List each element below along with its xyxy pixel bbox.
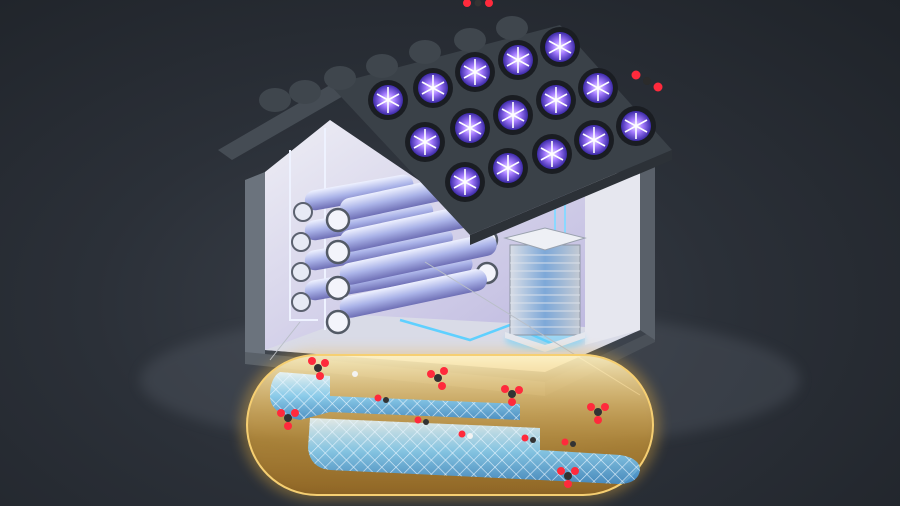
molecule-co <box>414 416 429 425</box>
house-right-panel <box>585 168 640 345</box>
fan-icon <box>413 68 453 108</box>
fan-icon <box>405 122 445 162</box>
tube-row <box>325 234 499 301</box>
fan-icon <box>450 108 490 148</box>
roof-main-edge <box>470 150 672 245</box>
house-left-wall <box>245 172 265 362</box>
molecule-co <box>561 438 576 447</box>
fan-icon <box>488 148 528 188</box>
fan-icon <box>455 52 495 92</box>
molecule-co3 <box>277 409 299 430</box>
molecule-co <box>521 434 536 443</box>
fan-icon <box>578 68 618 108</box>
floating-molecule-top <box>463 0 493 7</box>
tube-row <box>293 174 414 222</box>
molecule-co3 <box>501 385 523 406</box>
fan-icon <box>616 106 656 146</box>
neon-line-left <box>289 150 318 321</box>
mesh-tube-upper <box>270 372 520 420</box>
zoom-line-left <box>269 321 301 361</box>
fan-icon <box>532 134 572 174</box>
fan-icon <box>536 80 576 120</box>
fan-icon <box>368 80 408 120</box>
fan-icon <box>445 162 485 202</box>
molecule-co3 <box>427 367 448 390</box>
fan-icon <box>498 40 538 80</box>
molecule-co3 <box>308 357 329 380</box>
zoomed-tube-capsule <box>240 350 660 500</box>
fan-icon <box>493 95 533 135</box>
molecule-co3 <box>587 403 609 424</box>
fan-icon <box>540 27 580 67</box>
house-right-wall <box>640 160 655 340</box>
electrolyzer-stack <box>503 227 587 352</box>
floating-molecule-right <box>631 70 663 92</box>
tube-row <box>325 269 487 335</box>
roof-left-slope <box>218 85 345 160</box>
molecule-h <box>352 371 358 377</box>
molecule-co <box>458 430 473 439</box>
fan-icon <box>574 120 614 160</box>
molecule-co3 <box>557 467 579 488</box>
molecule-co <box>374 394 389 403</box>
mesh-tube-lower <box>308 418 640 484</box>
fan-grid <box>368 27 656 202</box>
